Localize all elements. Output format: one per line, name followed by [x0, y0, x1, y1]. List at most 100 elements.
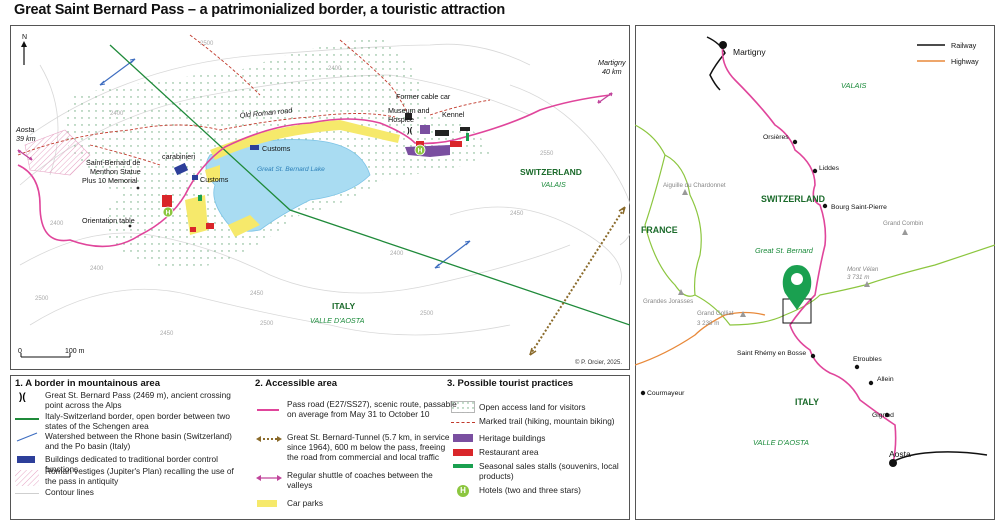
watershed-arrow-head [99, 58, 136, 86]
label-lake: Great St. Bernard Lake [257, 166, 325, 173]
town-label: Etroubles [853, 356, 882, 363]
inset-map: Railway Highway Martigny Orsières Liddes… [635, 25, 995, 520]
contour-label: 2400 [50, 221, 64, 227]
heritage-swatch [453, 434, 473, 442]
town-dot [792, 139, 798, 145]
legend-col2-title: 2. Accessible area [255, 378, 338, 389]
label-hospice: Hospice [388, 115, 414, 124]
peak-icon [678, 289, 684, 295]
label-customs-it: Customs [200, 175, 229, 184]
shuttle-arrow-east [597, 92, 613, 104]
national-border [635, 124, 995, 326]
legend-item: Open access land for visitors [479, 402, 586, 412]
label-customs-ch: Customs [262, 144, 291, 153]
roman-vestiges [24, 129, 91, 176]
restaurant-area [162, 141, 462, 232]
label-kennel: Kennel [442, 110, 465, 119]
restaurant-swatch [453, 449, 473, 456]
stalls-swatch [453, 464, 473, 468]
inset-railway [889, 451, 988, 464]
inset-highway [635, 311, 766, 366]
border-swatch [15, 418, 39, 420]
sales-stalls [198, 133, 469, 201]
legend-item: Great St. Bernard Pass (2469 m), ancient… [45, 390, 231, 410]
label-valle-daosta: VALLE D'AOSTA [310, 316, 365, 325]
inset-map-frame [635, 25, 995, 520]
label-martigny-km: 40 km [602, 67, 622, 76]
town-dot [854, 364, 860, 370]
town-dot [822, 203, 828, 209]
peak-label: Aiguille du Chardonnet [663, 182, 726, 189]
peak-label: Mont Vélan [847, 266, 879, 273]
contour-label: 2500 [260, 321, 274, 327]
control-building [173, 162, 189, 176]
town-label: Allein [877, 376, 894, 383]
legend-item: Great St. Bernard-Tunnel (5.7 km, in ser… [287, 432, 450, 462]
national-border [644, 154, 696, 297]
town-label: Liddes [819, 165, 840, 172]
town-dot [889, 459, 897, 467]
other-buildings [405, 113, 470, 136]
pass-symbol: )( [407, 126, 413, 135]
car-parks [185, 120, 400, 237]
main-map: 2500 2400 2400 2450 2400 2450 2500 2500 … [10, 25, 630, 370]
contour-label: 2500 [35, 296, 49, 302]
legend-col3-title: 3. Possible tourist practices [447, 378, 574, 389]
town-label: Martigny [733, 47, 766, 57]
legend-railway-label: Railway [951, 41, 977, 50]
legend-item: Roman vestiges (Jupiter's Plan) recallin… [45, 466, 234, 486]
pass-road [17, 94, 611, 248]
pass-symbol-icon: )( [19, 392, 26, 403]
legend-item: Heritage buildings [479, 433, 546, 443]
town-dot [640, 390, 646, 396]
peak-icon [682, 189, 688, 195]
town-label: Bourg Saint-Pierre [831, 204, 887, 211]
hotel-swatch: H [457, 485, 469, 497]
road-swatch [257, 409, 279, 411]
town-dot [868, 380, 874, 386]
town-dot [810, 353, 816, 359]
legend-item: Buildings dedicated to traditional borde… [45, 454, 218, 474]
label-statue-1: Saint-Bernard de [86, 158, 140, 167]
hotel-marker: H [162, 206, 174, 218]
credit: © P. Orcier, 2025. [575, 359, 622, 366]
peak-icon [740, 311, 746, 317]
contour-label: 2550 [540, 151, 554, 157]
watershed-arrow-head [434, 240, 471, 269]
town-dot [812, 168, 818, 174]
label-statue-2: Menthon Statue [90, 167, 141, 176]
legend-item: Hotels (two and three stars) [479, 485, 581, 495]
legend-panel: 1. A border in mountainous area )( Great… [10, 375, 630, 520]
map-title: Great Saint Bernard Pass – a patrimonial… [14, 2, 506, 18]
label-aosta-km: 39 km [16, 134, 36, 143]
town-label: Saint Rhémy en Bosse [737, 350, 806, 357]
inset-pass-road [721, 44, 897, 464]
shuttle-swatch [256, 475, 282, 481]
legend-item: Marked trail (hiking, mountain biking) [479, 416, 615, 426]
town-label: Courmayeur [647, 390, 685, 397]
shuttle-arrow-west [17, 149, 33, 161]
north-arrow-head [21, 41, 27, 47]
peak-alt: 3 238 m [697, 320, 719, 327]
town-label: Aosta [889, 449, 911, 459]
town-dot [884, 412, 890, 418]
region-valais: VALAIS [841, 81, 867, 90]
peak-label: Grand Combin [883, 220, 924, 227]
legend-item: Regular shuttle of coaches between the v… [287, 470, 433, 490]
trail-swatch [451, 422, 475, 423]
svg-text:H: H [166, 210, 171, 217]
peak-label: Grandes Jorasses [643, 298, 693, 305]
legend-col1-title: 1. A border in mountainous area [15, 378, 160, 389]
marked-trails [17, 34, 491, 166]
contour-label: 2500 [200, 41, 214, 47]
contour-label: 2450 [250, 291, 264, 297]
tunnel-swatch [256, 436, 282, 442]
peak-icon [864, 281, 870, 287]
hotel-marker: H [414, 144, 426, 156]
label-valais: VALAIS [541, 180, 566, 189]
pass-location-pin [782, 265, 812, 310]
scale-label: 100 m [65, 348, 85, 355]
orientation-table-point [128, 224, 132, 228]
italy-switzerland-border [109, 44, 630, 326]
legend-item: Car parks [287, 498, 323, 508]
